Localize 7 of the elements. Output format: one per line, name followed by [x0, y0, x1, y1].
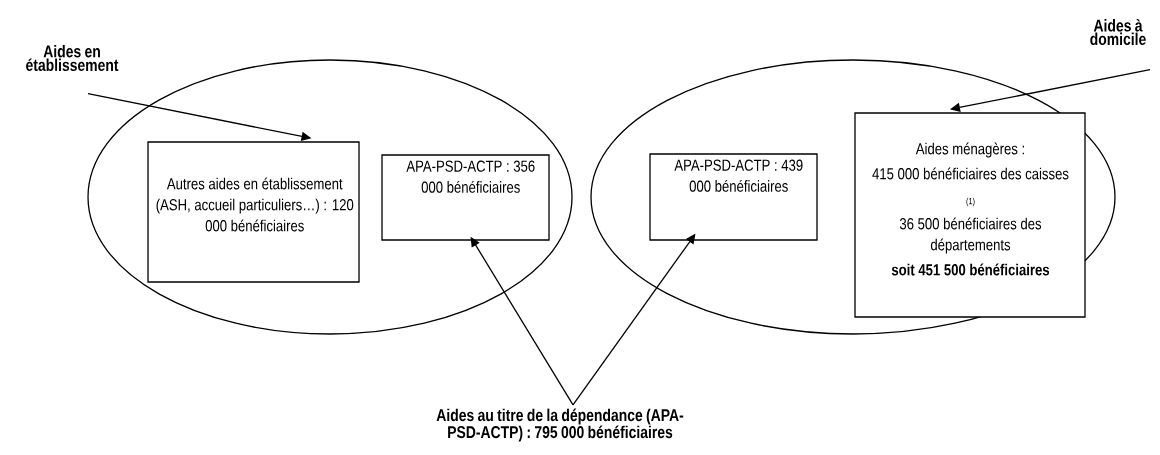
heading-text: Aides en établissement [26, 44, 119, 72]
text-box: APA-PSD-ACTP : 439 000 bénéficiaires [649, 153, 818, 241]
heading-text: Aides au titre de la dépendance (APA-PSD-ACTP) : 795 000 bénéficiaires [436, 408, 684, 442]
text-box: APA-PSD-ACTP : 356 000 bénéficiaires [381, 154, 550, 241]
text-box: Autres aides en établissement (ASH, accueil particuliers…) : 120 000 bénéficiaires [147, 141, 360, 283]
arrow [950, 69, 1151, 112]
heading-text: Aides à domicile [1090, 18, 1146, 46]
